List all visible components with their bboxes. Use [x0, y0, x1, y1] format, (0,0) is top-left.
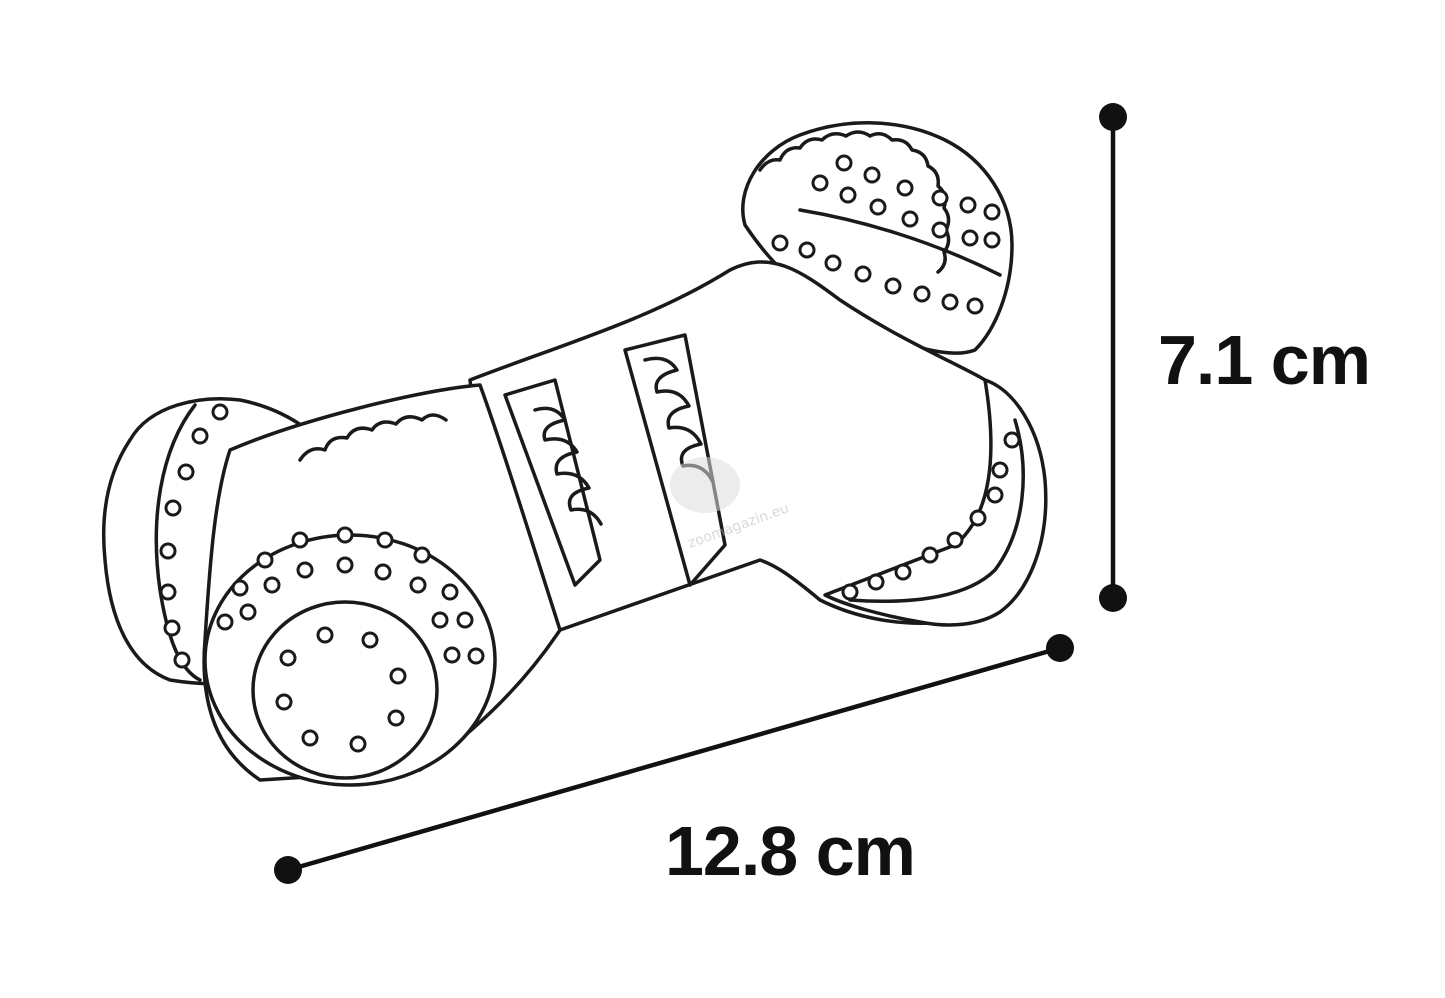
shaft-groove-left [503, 378, 602, 587]
right-lower-knob-band [848, 418, 1025, 603]
shaft-groove-right [623, 333, 727, 587]
height-label: 7.1 cm [1158, 321, 1370, 399]
shaft-groove-teeth-left [533, 406, 603, 526]
length-label: 12.8 cm [665, 812, 915, 890]
height-bottom-endpoint [1099, 584, 1127, 612]
chew-bone-toy-illustration [101, 121, 1048, 787]
left-knob-dots [159, 403, 229, 669]
height-top-endpoint [1099, 103, 1127, 131]
shaft-top-ridge [298, 413, 448, 462]
shaft-groove-teeth-right [643, 356, 715, 484]
height-dimension: 7.1 cm [1099, 103, 1371, 612]
right-lower-knob-dots [841, 431, 1021, 601]
length-left-endpoint [274, 856, 302, 884]
length-dimension: 12.8 cm [274, 634, 1074, 890]
front-drum-inner-ring [251, 600, 439, 780]
right-upper-knob-dots [771, 154, 1001, 315]
front-drum-dots [216, 526, 485, 753]
right-upper-knob-band [798, 208, 1002, 277]
length-right-endpoint [1046, 634, 1074, 662]
